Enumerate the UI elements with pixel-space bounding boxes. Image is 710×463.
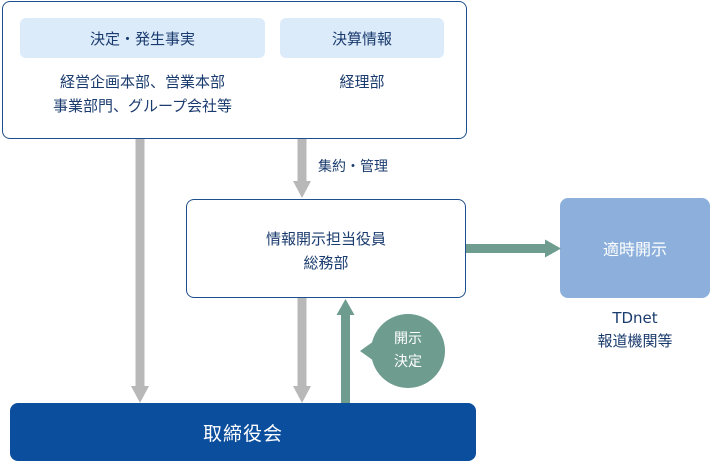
aggregation-label: 集約・管理	[318, 159, 388, 175]
disclosure-officer-line2: 総務部	[303, 254, 349, 272]
arrow-shaft-aggregation	[297, 139, 307, 182]
settlement-info-label: 決算情報	[280, 18, 444, 58]
arrow-head-aggregation	[293, 181, 311, 198]
arrow-shaft-board-up	[341, 313, 350, 403]
board-label: 取締役会	[202, 422, 283, 445]
timely-disclosure-box: 適時開示	[560, 198, 710, 298]
arrow-head-board-up	[336, 299, 355, 315]
tdnet-label: TDnet	[612, 309, 658, 327]
decision-facts-label: 決定・発生事実	[20, 18, 265, 58]
decision-depts-line2: 事業部門、グループ会社等	[52, 97, 233, 115]
arrow-head-right	[545, 239, 561, 258]
arrow-shaft-left	[135, 139, 145, 387]
decision-depts-line1: 経営企画本部、営業本部	[59, 73, 225, 91]
arrow-head-left	[131, 386, 149, 403]
arrow-shaft-right	[466, 244, 546, 253]
decision-bubble-line2: 決定	[394, 354, 422, 370]
settlement-dept: 経理部	[339, 73, 385, 91]
arrow-head-middle-down	[293, 386, 311, 403]
decision-bubble	[371, 314, 445, 388]
decision-bubble-pointer	[360, 341, 374, 361]
press-label: 報道機関等	[597, 332, 673, 350]
disclosure-officer-line1: 情報開示担当役員	[265, 230, 386, 248]
disclosure-officer-box	[186, 199, 466, 298]
timely-disclosure-label: 適時開示	[602, 240, 667, 259]
arrow-shaft-middle-down	[297, 298, 307, 387]
board-of-directors-box: 取締役会	[10, 403, 476, 461]
decision-bubble-line1: 開示	[394, 331, 422, 347]
